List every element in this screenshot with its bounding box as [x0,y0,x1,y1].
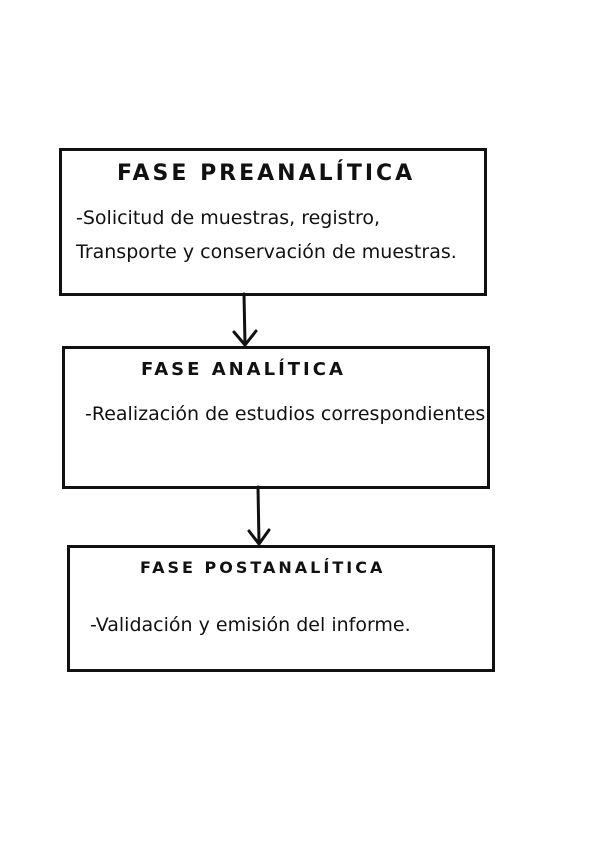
phase-title-analitica: FASE ANALÍTICA [141,359,346,380]
phase-description-preanalitica: -Solicitud de muestras, registro, Transp… [76,207,457,263]
arrow-analitica-to-postanalitica [247,485,271,546]
phase-description-postanalitica: -Validación y emisión del informe. [90,614,411,636]
phase-description-analitica: -Realización de estudios correspondiente… [85,403,492,425]
phase-box-postanalitica: FASE POSTANALÍTICA -Validación y emisión… [67,545,495,672]
phase-box-analitica: FASE ANALÍTICA -Realización de estudios … [62,346,492,489]
phase-title-preanalitica: FASE PREANALÍTICA [117,161,416,186]
phase-box-preanalitica: FASE PREANALÍTICA -Solicitud de muestras… [59,148,487,296]
phase-title-postanalitica: FASE POSTANALÍTICA [140,558,386,577]
arrow-preanalitica-to-analitica [232,292,258,347]
